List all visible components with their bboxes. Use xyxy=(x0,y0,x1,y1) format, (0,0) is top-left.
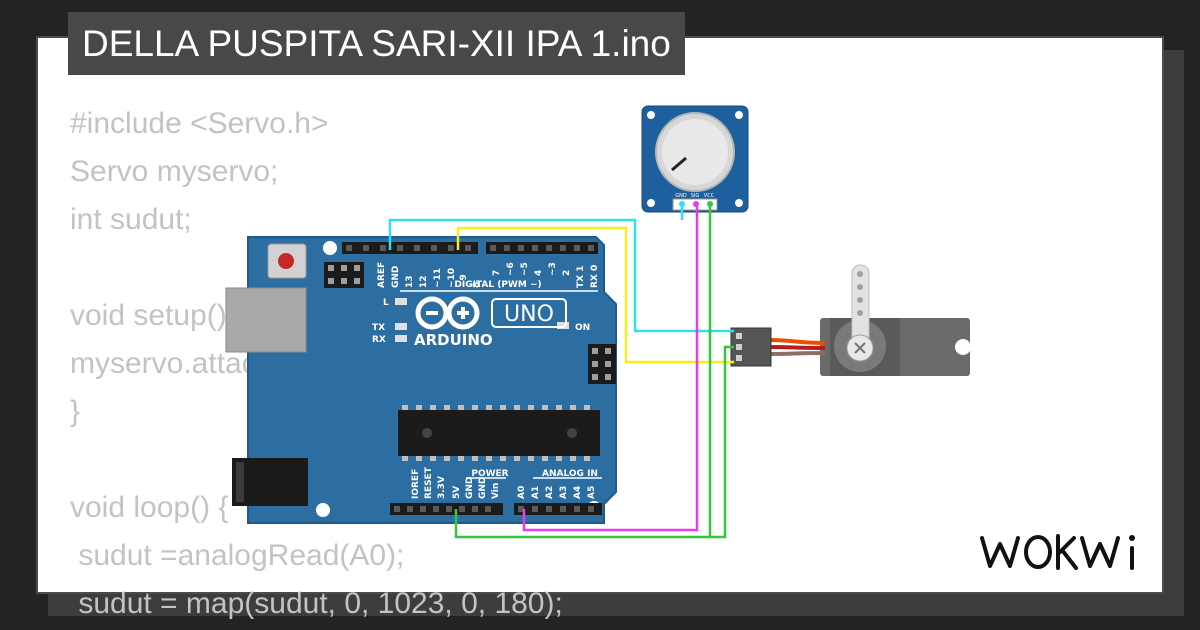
pin-label: IOREF xyxy=(411,469,421,499)
pin-label: GND xyxy=(478,477,488,499)
potentiometer-module[interactable]: GND SIG VCC xyxy=(641,105,749,213)
pin-label: 3.3V xyxy=(437,476,447,499)
usb-port xyxy=(225,287,307,353)
pin-label: A0 xyxy=(517,486,527,499)
pin-label: 7 xyxy=(492,270,502,276)
pin-label: ~6 xyxy=(506,262,516,276)
pin-label: RX 0 xyxy=(590,265,600,288)
pin-label: A4 xyxy=(573,486,583,499)
analog-header-label: ANALOG IN xyxy=(542,469,598,479)
bottom-pin-labels: IOREF RESET 3.3V 5V GND GND Vin A0 A1 A2… xyxy=(411,466,597,499)
wire-magenta xyxy=(522,204,699,532)
pin-label: AREF xyxy=(377,262,387,288)
pin-label: 8 xyxy=(472,282,482,288)
led-l-label: L xyxy=(383,298,389,308)
power-analog-header xyxy=(390,503,602,515)
digital-pin-labels: AREF GND 13 12 ~11 ~10 ~9 8 7 ~6 ~5 4 ~3… xyxy=(377,262,600,288)
pin-label: Vin xyxy=(491,483,501,499)
servo-horn[interactable] xyxy=(851,264,870,346)
pot-indicator xyxy=(671,156,687,172)
uno-badge xyxy=(491,298,567,328)
mounting-hole xyxy=(323,241,337,255)
code-line: void setup() { xyxy=(70,299,246,332)
pin-label: 13 xyxy=(405,275,415,288)
wire-cyan xyxy=(388,218,734,333)
digital-header-label: DIGITAL (PWM ~) xyxy=(454,280,541,290)
pot-pin-label: VCC xyxy=(704,193,715,199)
wires xyxy=(388,204,734,539)
code-line: void loop() { xyxy=(70,491,229,524)
pin-label: ~11 xyxy=(433,268,443,288)
project-title: DELLA PUSPITA SARI-XII IPA 1.ino xyxy=(68,12,685,75)
pin-label: 5V xyxy=(452,486,462,499)
servo-motor[interactable] xyxy=(730,264,971,376)
pin-label: 12 xyxy=(419,275,429,288)
led-indicators: L TX RX ON xyxy=(372,298,590,345)
pin-label: ~10 xyxy=(447,268,457,288)
led-on-label: ON xyxy=(575,323,590,333)
arduino-uno-board[interactable]: AREF GND 13 12 ~11 ~10 ~9 8 7 ~6 ~5 4 ~3… xyxy=(225,236,617,524)
pin-label: RESET xyxy=(424,466,434,499)
code-preview: #include <Servo.h> Servo myservo; int su… xyxy=(70,100,563,628)
code-line: int sudut; xyxy=(70,203,192,236)
led-rx-label: RX xyxy=(372,335,386,345)
code-line: sudut = map(sudut, 0, 1023, 0, 180); xyxy=(70,587,563,620)
pin-label: A2 xyxy=(545,486,555,499)
pin-label: ~5 xyxy=(520,262,530,276)
wire-green xyxy=(454,345,734,539)
icsp-header-right xyxy=(588,344,616,384)
code-line: } xyxy=(70,395,81,428)
arduino-logo xyxy=(415,296,480,330)
pot-pin-label: GND xyxy=(675,193,687,199)
microcontroller-chip xyxy=(398,405,600,461)
wokwi-logo xyxy=(978,528,1150,581)
pin-label: ~9 xyxy=(459,274,469,288)
icsp-header xyxy=(324,262,364,288)
pin-label: GND xyxy=(465,477,475,499)
led-tx-label: TX xyxy=(372,323,385,333)
code-line: Servo myservo; xyxy=(70,155,279,188)
arduino-model: UNO xyxy=(504,302,554,327)
arduino-brand: ARDUINO xyxy=(414,331,493,349)
pin-label: A1 xyxy=(531,486,541,499)
wokwi-logo-mark xyxy=(980,534,1135,570)
reset-button[interactable] xyxy=(267,243,307,279)
pin-label: A5 xyxy=(587,486,597,499)
mounting-hole xyxy=(316,503,330,517)
pin-label: 4 xyxy=(534,270,544,276)
pin-label: GND xyxy=(391,266,401,288)
pin-label: A3 xyxy=(559,486,569,499)
power-jack xyxy=(232,458,308,506)
pin-label: 2 xyxy=(562,270,572,276)
power-header-label: POWER xyxy=(471,469,508,479)
pot-pin-label: SIG xyxy=(691,193,700,199)
digital-header xyxy=(342,242,598,254)
wire-yellow xyxy=(456,226,734,364)
code-line: sudut =analogRead(A0); xyxy=(70,539,405,572)
code-line: #include <Servo.h> xyxy=(70,107,329,140)
pin-label: ~3 xyxy=(548,262,558,276)
pin-label: TX 1 xyxy=(576,266,586,288)
